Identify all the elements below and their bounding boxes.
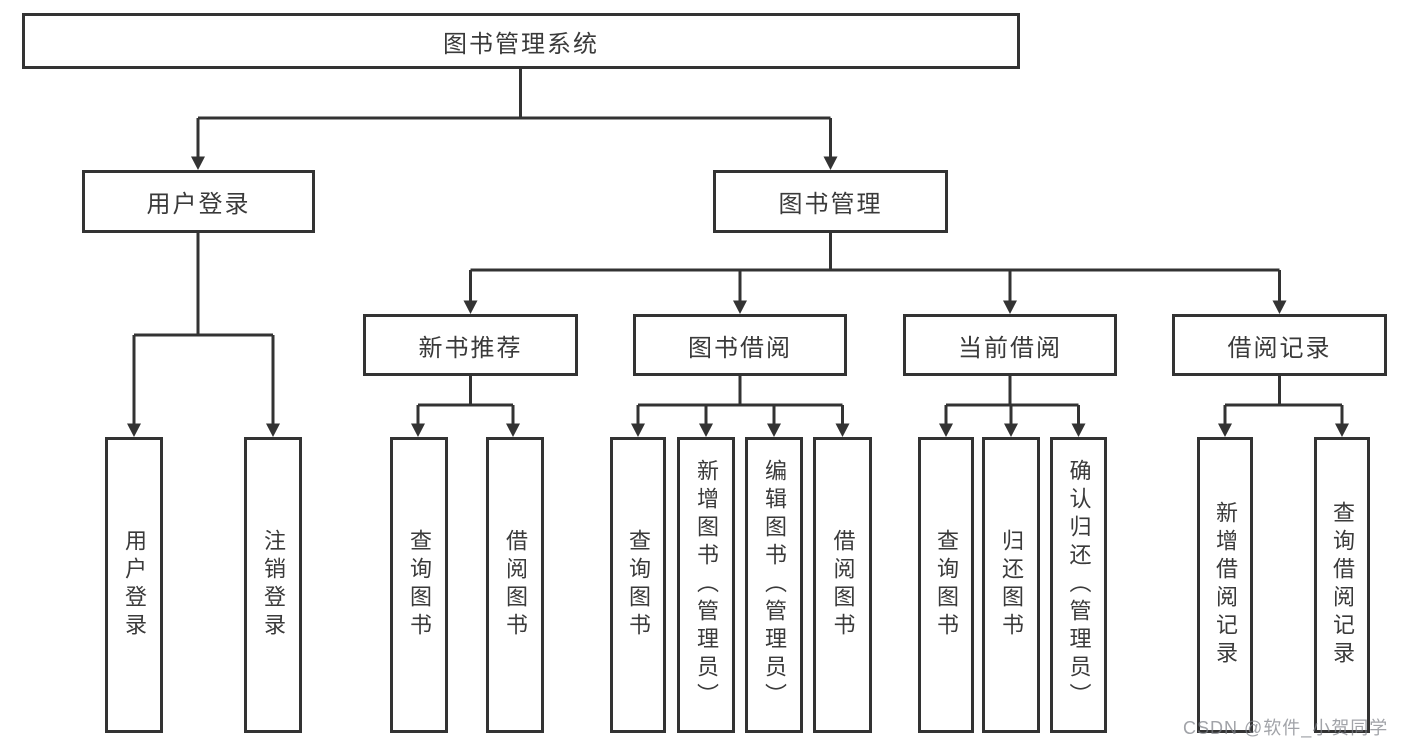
leaf-return-book: 归还图书 [982, 437, 1040, 733]
leaf-query-books-3: 查询图书 [918, 437, 974, 733]
leaf-borrow-books-2: 借阅图书 [813, 437, 872, 733]
node-label: 新书推荐 [418, 334, 523, 362]
node-book-management: 图书管理 [713, 170, 948, 233]
node-borrowing-records: 借阅记录 [1172, 314, 1387, 376]
arrowheads [127, 156, 1349, 437]
watermark: CSDN @软件_小贺同学 [1183, 718, 1389, 738]
node-label: 借阅记录 [1227, 334, 1332, 362]
leaf-label: 归还图书 [999, 529, 1024, 641]
leaf-label: 借阅图书 [503, 529, 528, 641]
node-label: 当前借阅 [958, 334, 1062, 362]
node-current-borrowing: 当前借阅 [903, 314, 1117, 376]
node-label: 图书借阅 [688, 334, 792, 362]
node-label: 用户登录 [146, 191, 251, 218]
node-user-login: 用户登录 [82, 170, 315, 233]
node-book-management-system: 图书管理系统 [22, 13, 1020, 69]
leaf-user-login: 用户登录 [105, 437, 163, 733]
leaf-label: 借阅图书 [830, 529, 856, 641]
node-label: 图书管理系统 [443, 30, 599, 58]
leaf-label: 确认归还（管理员） [1066, 459, 1092, 711]
leaf-label: 查询图书 [626, 529, 651, 641]
leaf-query-borrow-record: 查询借阅记录 [1314, 437, 1370, 733]
leaf-logout: 注销登录 [244, 437, 302, 733]
leaf-label: 查询借阅记录 [1330, 501, 1355, 669]
leaf-add-borrow-record: 新增借阅记录 [1197, 437, 1253, 733]
node-new-book-recommend: 新书推荐 [363, 314, 578, 376]
leaf-query-books-1: 查询图书 [390, 437, 448, 733]
node-label: 图书管理 [778, 191, 883, 218]
leaf-label: 新增图书（管理员） [694, 459, 719, 711]
leaf-borrow-books-1: 借阅图书 [486, 437, 544, 733]
leaf-label: 新增借阅记录 [1213, 501, 1238, 669]
leaf-label: 查询图书 [407, 529, 432, 641]
leaf-label: 编辑图书（管理员） [762, 459, 787, 711]
leaf-label: 注销登录 [261, 529, 286, 641]
leaf-label: 用户登录 [122, 529, 147, 641]
leaf-label: 查询图书 [934, 529, 959, 641]
leaf-edit-book-admin: 编辑图书（管理员） [745, 437, 803, 733]
leaf-query-books-2: 查询图书 [610, 437, 666, 733]
leaf-add-book-admin: 新增图书（管理员） [677, 437, 735, 733]
node-book-borrowing: 图书借阅 [633, 314, 847, 376]
leaf-confirm-return-admin: 确认归还（管理员） [1050, 437, 1107, 733]
